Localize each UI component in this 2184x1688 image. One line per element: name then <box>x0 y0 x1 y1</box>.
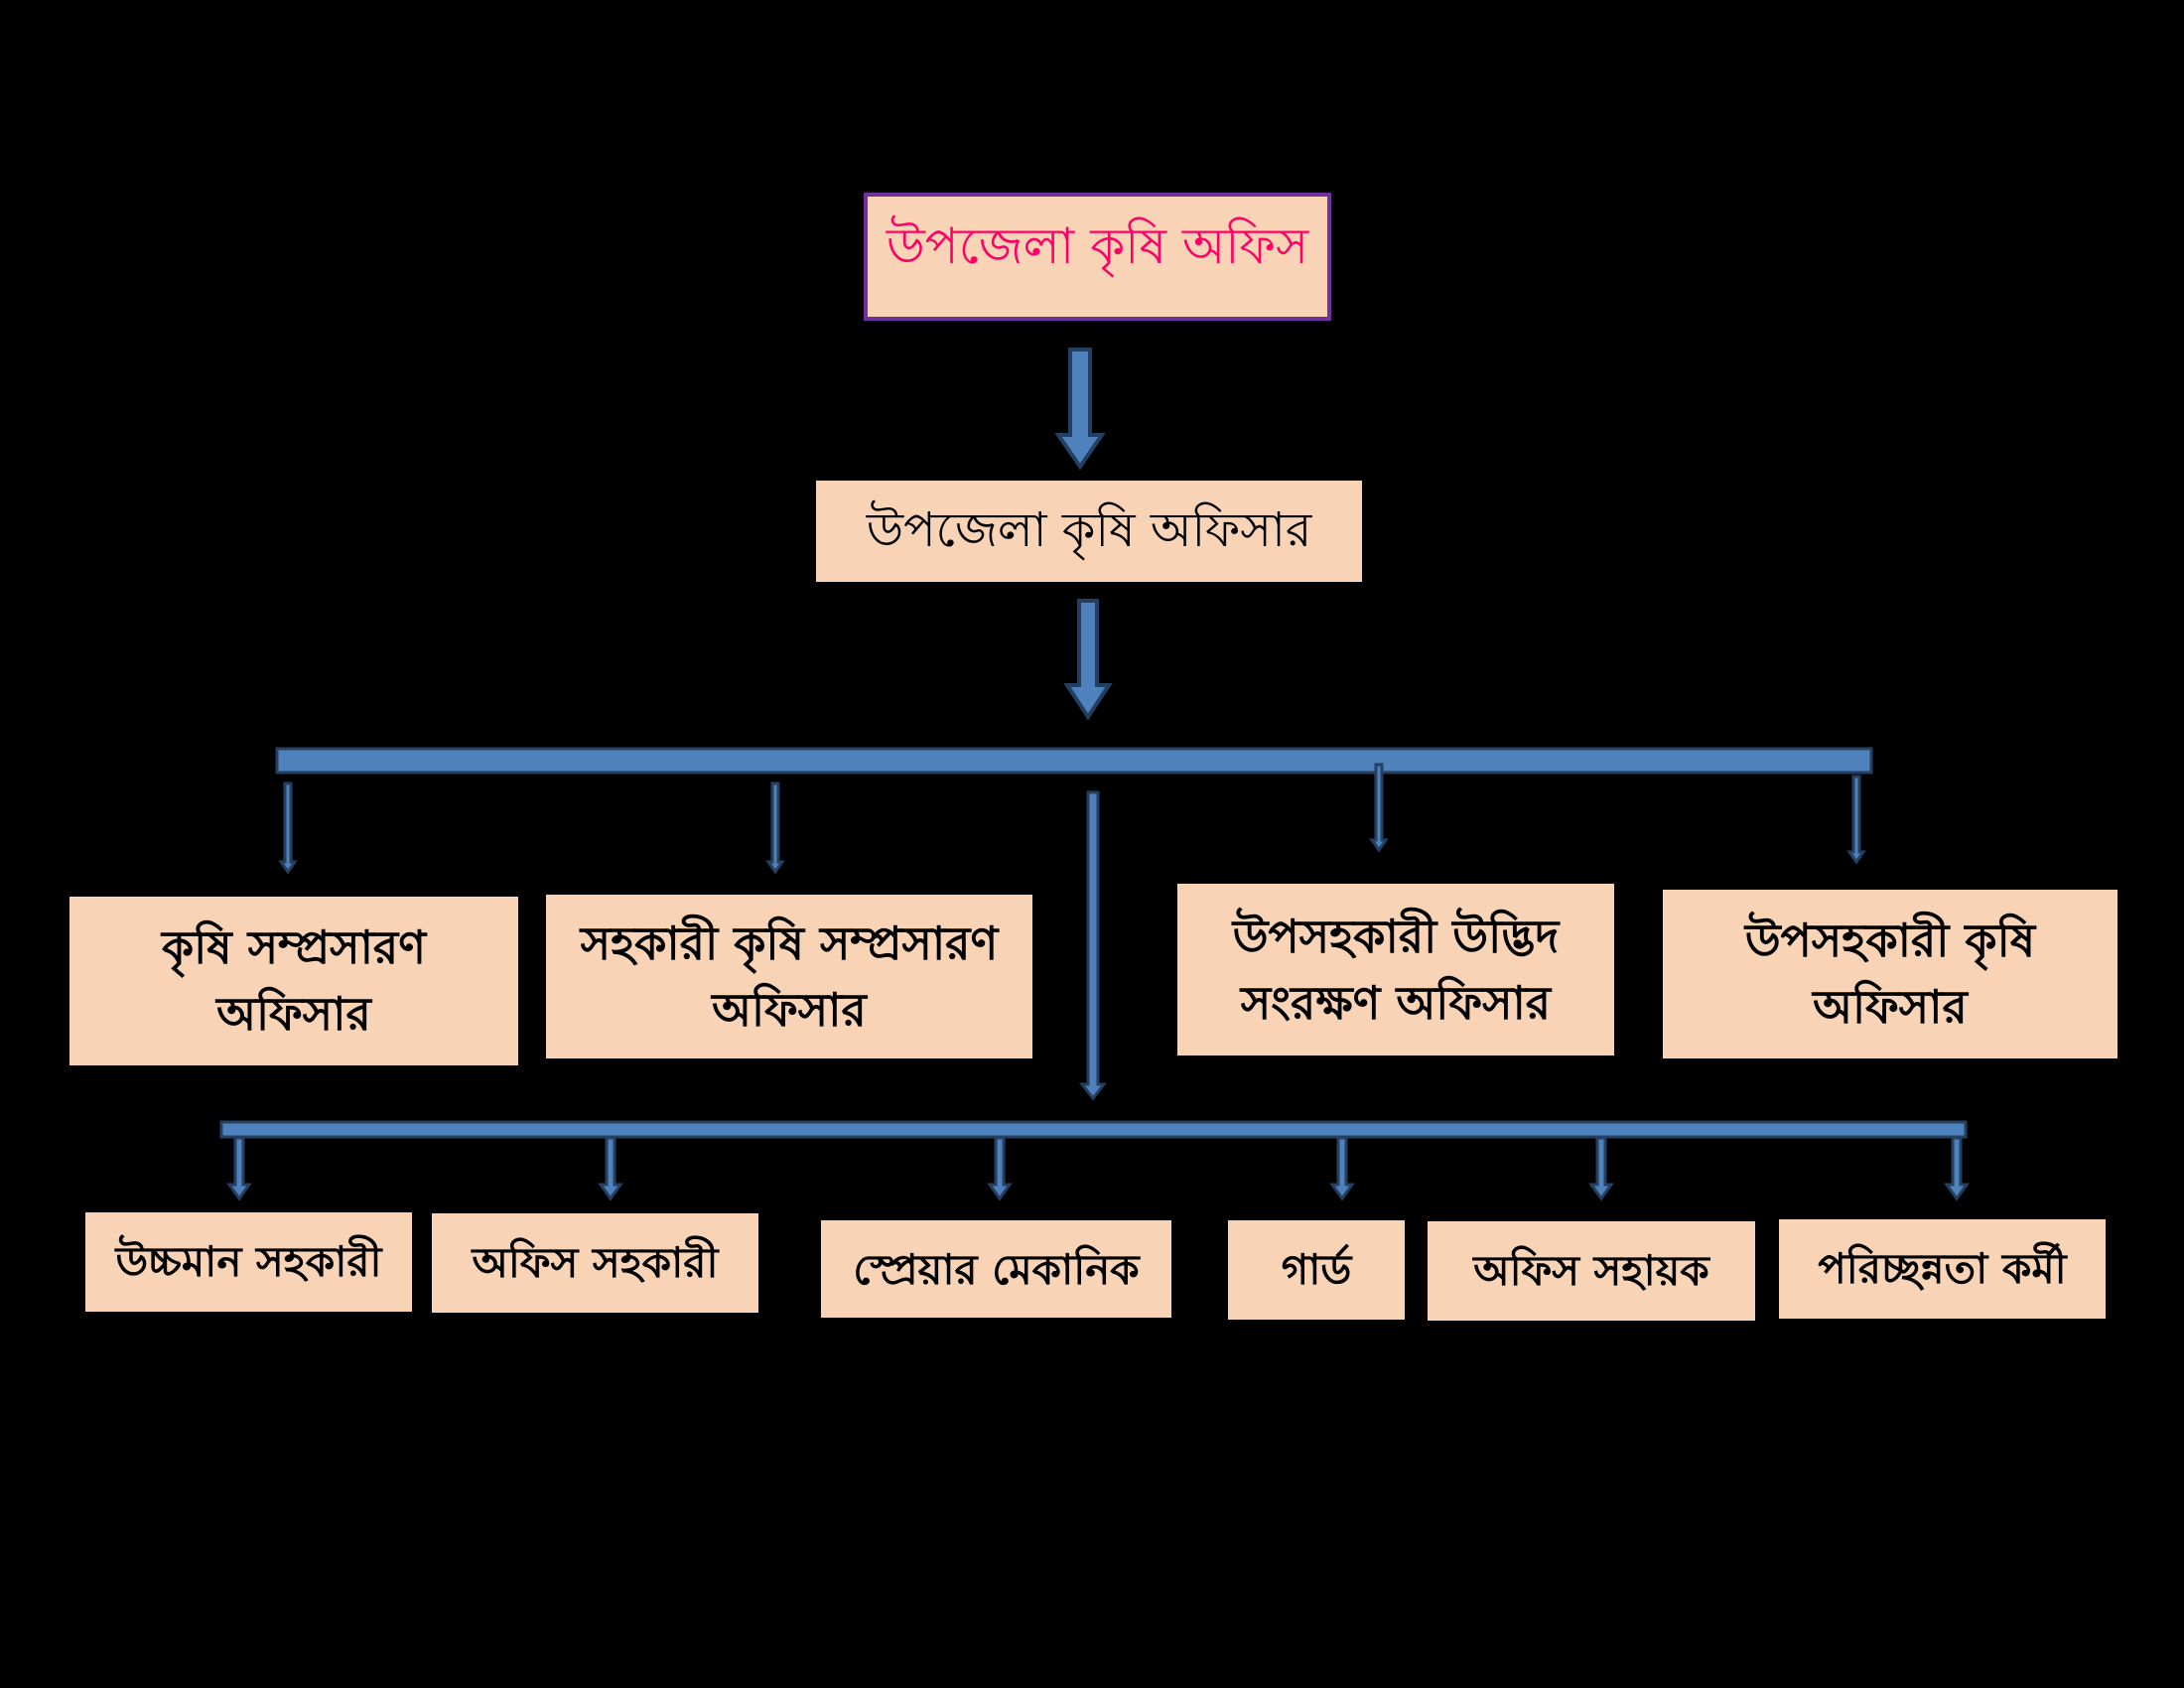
level2-box: উপসহকারী উদ্ভিদ সংরক্ষণ অফিসার <box>1177 884 1614 1055</box>
head-officer-label: উপজেলা কৃষি অফিসার <box>866 502 1312 559</box>
level2-box: উপসহকারী কৃষি অফিসার <box>1663 890 2117 1058</box>
level3-label: পরিচ্ছন্নতা কর্মী <box>1818 1244 2067 1293</box>
branch-bar-lower <box>219 1120 1968 1139</box>
arrow-down <box>598 1136 623 1201</box>
level3-box: অফিস সহকারী <box>432 1213 758 1313</box>
arrows-level2 <box>278 763 1866 1101</box>
arrow-down <box>765 781 785 875</box>
level3-box: অফিস সহায়ক <box>1428 1221 1755 1321</box>
level3-label: উচ্চমান সহকারী <box>115 1237 382 1286</box>
level2-box: সহকারী কৃষি সম্প্রসারণ অফিসার <box>546 895 1032 1058</box>
arrow-office-to-head <box>1054 348 1106 471</box>
arrow-down <box>1329 1136 1355 1201</box>
arrow-down <box>1944 1136 1970 1201</box>
arrow-down <box>1588 1136 1614 1201</box>
level2-box: কৃষি সম্প্রসারণ অফিসার <box>69 897 518 1065</box>
arrow-down <box>1369 763 1389 853</box>
level3-label: গার্ড <box>1281 1245 1352 1294</box>
arrow-long-down <box>1078 790 1108 1101</box>
level3-box: পরিচ্ছন্নতা কর্মী <box>1779 1219 2106 1319</box>
arrow-down <box>278 781 298 875</box>
level3-box: স্প্রেয়ার মেকানিক <box>821 1220 1171 1318</box>
level2-line2: অফিসার <box>712 982 867 1037</box>
office-title: উপজেলা কৃষি অফিস <box>886 217 1309 275</box>
arrows-level3 <box>226 1136 1970 1201</box>
level2-line1: উপসহকারী কৃষি <box>1744 914 2036 968</box>
level2-line2: অফিসার <box>1813 980 1968 1034</box>
arrow-head-to-bar <box>1063 599 1113 721</box>
arrow-down <box>1846 774 1866 865</box>
level3-box: উচ্চমান সহকারী <box>85 1212 412 1312</box>
office-title-box: উপজেলা কৃষি অফিস <box>864 193 1331 321</box>
level2-line2: অফিসার <box>216 987 371 1041</box>
level2-line1: সহকারী কৃষি সম্প্রসারণ <box>580 915 999 970</box>
arrow-down <box>987 1136 1013 1201</box>
level2-line2: সংরক্ষণ অফিসার <box>1240 975 1552 1030</box>
level2-line1: উপসহকারী উদ্ভিদ <box>1232 909 1560 963</box>
level3-label: অফিস সহায়ক <box>1473 1246 1709 1295</box>
level3-label: অফিস সহকারী <box>472 1238 719 1287</box>
level3-label: স্প্রেয়ার মেকানিক <box>853 1245 1140 1294</box>
branch-bar-upper <box>275 747 1873 774</box>
level2-line1: কৃষি সম্প্রসারণ <box>161 920 427 975</box>
level3-box: গার্ড <box>1228 1220 1405 1320</box>
head-officer-box: উপজেলা কৃষি অফিসার <box>816 481 1362 582</box>
arrow-down <box>226 1136 252 1201</box>
